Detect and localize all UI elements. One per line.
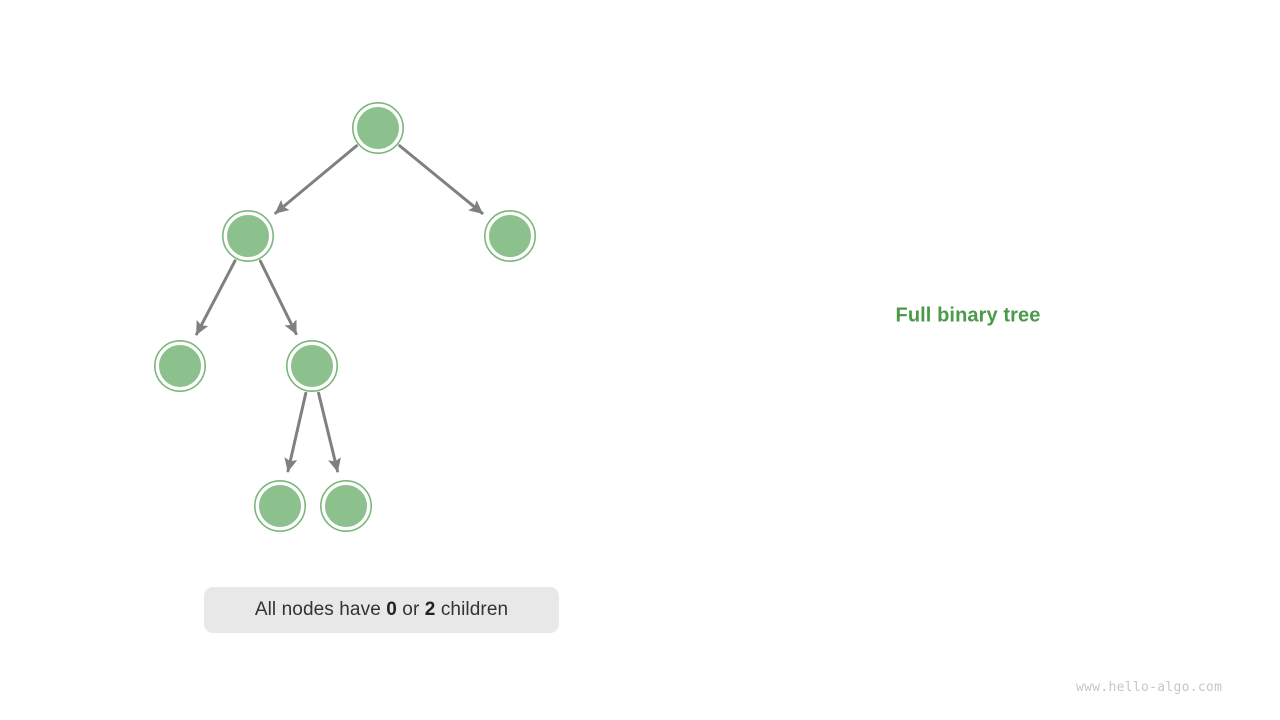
node-left-right[interactable] — [285, 339, 338, 392]
caption-bold-two: 2 — [424, 599, 436, 620]
tree-edge-layer — [195, 144, 484, 473]
caption-bold-zero: 0 — [386, 599, 397, 620]
tree-edge-n4-to-n5 — [284, 391, 308, 473]
node-outer-ring — [483, 210, 536, 263]
node-outer-ring — [154, 339, 207, 392]
node-circle — [225, 213, 271, 259]
node-outer-ring — [351, 102, 404, 155]
node-left-left[interactable] — [154, 339, 207, 392]
node-outer-ring — [222, 210, 275, 263]
caption-badge: All nodes have 0 or 2 children — [204, 587, 559, 633]
caption-text: All nodes have 0 or 2 children — [255, 599, 508, 621]
node-circle — [157, 343, 203, 389]
node-circle — [323, 483, 369, 529]
tree-node-layer — [154, 102, 536, 532]
tree-edge-root-to-n1 — [274, 144, 358, 215]
tree-edge-n1-to-n3 — [195, 259, 237, 336]
node-outer-ring — [319, 479, 372, 532]
node-right[interactable] — [483, 210, 536, 263]
tree-edge-root-to-n2 — [398, 144, 484, 215]
node-circle — [257, 483, 303, 529]
node-leaf-a[interactable] — [254, 479, 307, 532]
node-circle — [355, 105, 401, 151]
node-circle — [289, 343, 335, 389]
caption-suffix: children — [435, 599, 509, 620]
page-title: Full binary tree — [895, 304, 1041, 327]
node-left[interactable] — [222, 210, 275, 263]
caption-prefix: All nodes have — [254, 599, 387, 620]
node-outer-ring — [254, 479, 307, 532]
caption-middle: or — [396, 599, 425, 620]
node-root[interactable] — [351, 102, 404, 155]
node-leaf-b[interactable] — [319, 479, 372, 532]
node-outer-ring — [285, 339, 338, 392]
tree-edge-n1-to-n4 — [258, 259, 298, 336]
tree-edge-n4-to-n6 — [317, 391, 341, 473]
site-watermark: www.hello-algo.com — [1076, 680, 1223, 695]
node-circle — [487, 213, 533, 259]
